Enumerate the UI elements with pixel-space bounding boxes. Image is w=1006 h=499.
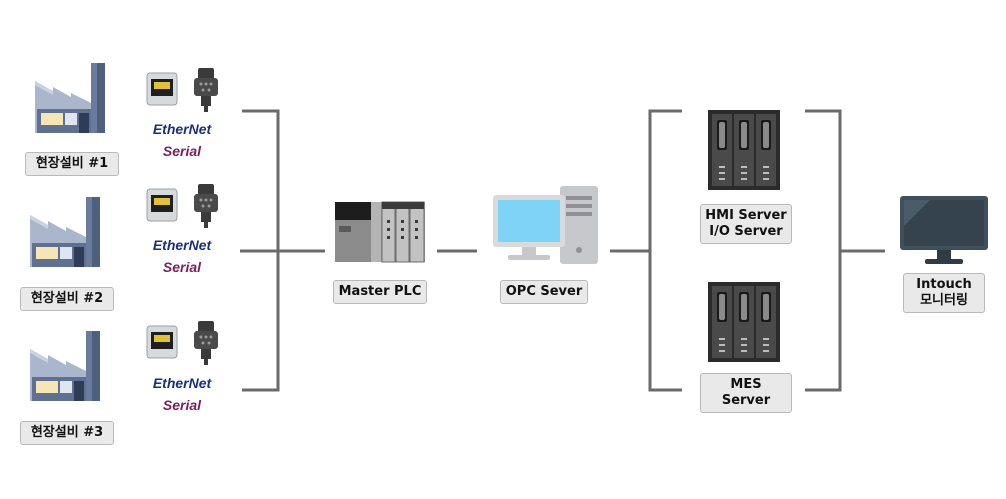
mes-server-label: MES Server: [700, 373, 792, 413]
ethernet-port-icon: [146, 325, 178, 359]
server-rack-icon: [708, 110, 780, 190]
intouch-label-line2: 모니터링: [920, 293, 968, 308]
hmi-server-label-line2: I/O Server: [709, 224, 783, 239]
protocol-serial-2: Serial: [162, 259, 202, 275]
protocol-serial-3: Serial: [162, 397, 202, 413]
protocol-serial-1: Serial: [162, 143, 202, 159]
protocol-ethernet-1: EtherNet: [152, 121, 212, 137]
factory-icon: [30, 197, 100, 267]
factory-icon: [35, 63, 105, 133]
serial-connector-icon: [194, 321, 218, 365]
ethernet-port-icon: [146, 188, 178, 222]
factory-icon: [30, 331, 100, 401]
monitor-icon: [900, 196, 988, 264]
connection-lines: [240, 109, 885, 392]
server-left-bracket: [648, 109, 682, 392]
protocol-ethernet-3: EtherNet: [152, 375, 212, 391]
hmi-server-label-line1: HMI Server: [705, 208, 787, 223]
master-plc-label: Master PLC: [333, 280, 427, 304]
plc-icon: [335, 201, 425, 263]
intouch-label: Intouch 모니터링: [903, 273, 985, 313]
hmi-server-label: HMI Server I/O Server: [700, 204, 792, 244]
intouch-label-line1: Intouch: [916, 277, 972, 292]
ethernet-port-icon: [146, 72, 178, 106]
protocol-ethernet-2: EtherNet: [152, 237, 212, 253]
site-label-1: 현장설비 #1: [25, 152, 119, 176]
site-label-2: 현장설비 #2: [20, 287, 114, 311]
serial-connector-icon: [194, 184, 218, 228]
opc-server-label: OPC Sever: [500, 280, 588, 304]
server-rack-icon: [708, 282, 780, 362]
desktop-computer-icon: [493, 186, 598, 264]
site-label-3: 현장설비 #3: [20, 421, 114, 445]
server-right-bracket: [805, 109, 842, 392]
serial-connector-icon: [194, 68, 218, 112]
